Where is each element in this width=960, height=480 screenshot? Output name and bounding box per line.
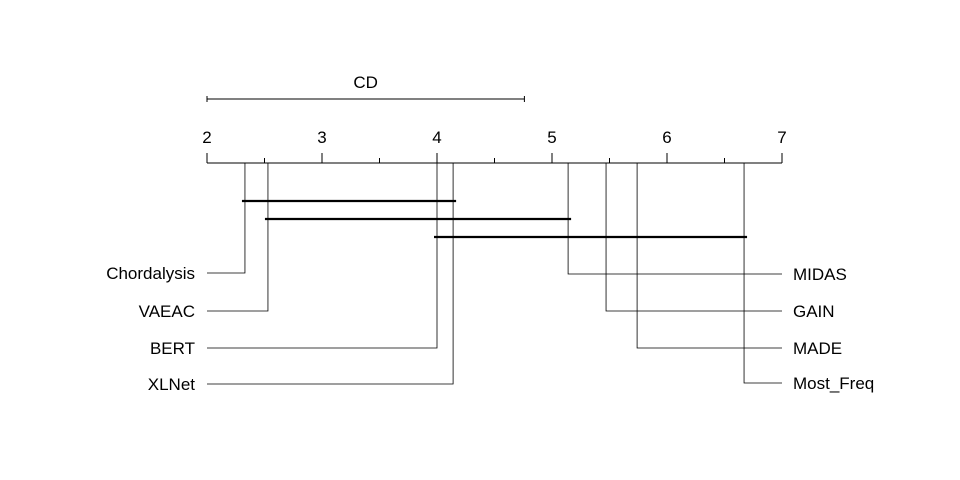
method-label: XLNet [148,375,196,394]
method-connector [743,163,782,384]
axis-tick-label: 7 [777,128,786,147]
method-connector [207,163,246,274]
axis-tick-label: 2 [202,128,211,147]
method-label: GAIN [793,302,835,321]
method-connector [605,163,782,312]
axis-tick-label: 3 [317,128,326,147]
method-label: MADE [793,339,842,358]
rank-axis: 2 3 4 5 6 7 [202,128,787,164]
method-connector [636,163,782,349]
axis-tick-label: 6 [662,128,671,147]
method-connector [207,163,438,349]
method-connector [207,163,269,312]
method-connector [567,163,782,275]
clique-bars [241,199,748,239]
method-label: Most_Freq [793,374,874,393]
axis-tick-label: 5 [547,128,556,147]
method-label: MIDAS [793,265,847,284]
method-label: BERT [150,339,195,358]
cd-label: CD [353,73,378,92]
right-methods: MIDAS GAIN MADE Most_Freq [567,163,874,393]
method-label: VAEAC [139,302,195,321]
method-connector [207,163,454,385]
method-label: Chordalysis [106,264,195,283]
axis-tick-label: 4 [432,128,441,147]
cd-scale: CD [206,73,525,102]
